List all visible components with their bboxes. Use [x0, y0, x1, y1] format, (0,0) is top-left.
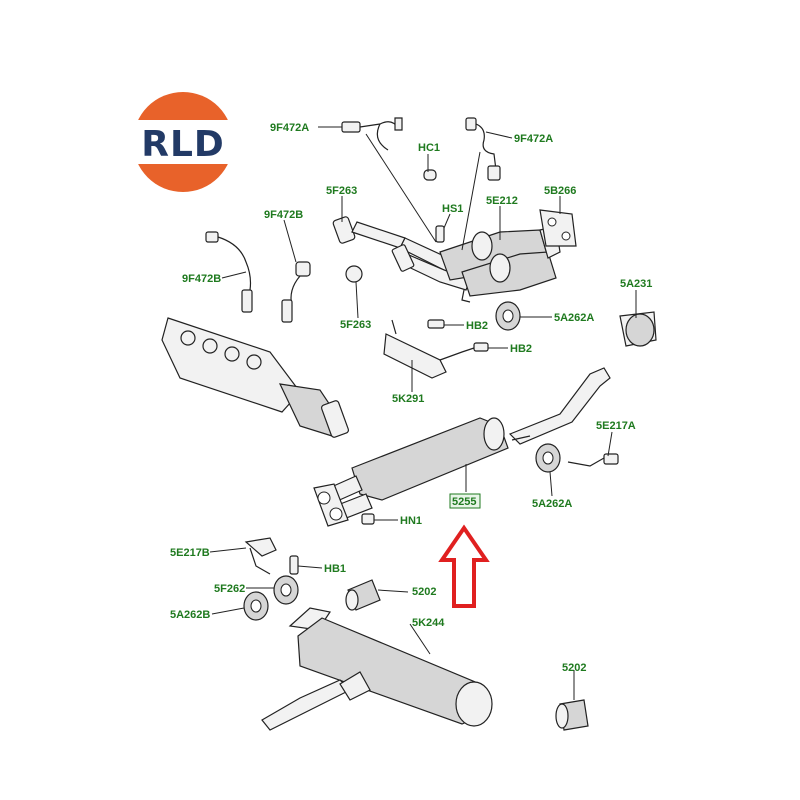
oxygen-sensors-upper	[341, 117, 501, 243]
hanger-5e217b-plate	[244, 537, 277, 557]
front-pipe-a	[351, 221, 406, 249]
bracket-5k291	[383, 319, 475, 379]
label-hb2-upper: HB2	[466, 320, 488, 332]
label-5202-upper: 5202	[412, 586, 436, 598]
part-labels: 9F472A 9F472A HC1 5F263 HS1 5E212 5B266 …	[170, 122, 652, 674]
bolt-hb2-a	[427, 319, 445, 329]
pipe-flange	[391, 244, 415, 272]
bolt-hb1	[289, 555, 299, 575]
label-5202-lower: 5202	[562, 662, 586, 674]
logo-band	[120, 120, 246, 164]
hc1-clip	[423, 169, 437, 181]
rld-logo: RLD	[120, 92, 246, 192]
clamp-5202-upper	[345, 579, 381, 611]
silencer-body	[351, 417, 509, 501]
label-5e217b: 5E217B	[170, 547, 210, 559]
sensor-wire-9f472b-a	[217, 236, 252, 291]
label-5b266: 5B266	[544, 185, 576, 197]
label-5f263-upper: 5F263	[326, 185, 357, 197]
center-pipe-outlet	[508, 367, 611, 445]
label-hb1: HB1	[324, 563, 346, 575]
rubber-mount-5a262a-upper	[495, 301, 521, 331]
rubber-mount-5a262a-lower	[535, 443, 561, 473]
highlight-arrow-icon	[438, 524, 490, 608]
label-5a262b: 5A262B	[170, 609, 210, 621]
insulator-5a262b	[243, 591, 269, 621]
sensor-wire-a2	[376, 123, 389, 151]
label-5k291: 5K291	[392, 393, 424, 405]
label-hb2-lower: HB2	[510, 343, 532, 355]
front-pipe-assembly	[332, 209, 577, 303]
o2-sensor-9f472b-a	[241, 289, 253, 313]
rear-inlet-pipe	[261, 679, 352, 731]
label-9f472b-upper: 9F472B	[264, 209, 303, 221]
hb2-bolts	[427, 319, 489, 352]
manifold-body	[161, 317, 301, 413]
label-hc1: HC1	[418, 142, 440, 154]
sensor-connector-a	[341, 121, 361, 133]
label-9f472a-left: 9F472A	[270, 122, 309, 134]
hanger-5e217b	[244, 537, 277, 575]
front-pipe-tail	[461, 289, 471, 303]
gasket-lower	[345, 265, 363, 283]
hanger-5e217a	[567, 453, 619, 467]
clamp-5202-lower	[555, 699, 589, 731]
o2-sensor-a	[394, 117, 403, 131]
insulator-5f262	[273, 575, 299, 605]
highlight-box-5255	[449, 493, 481, 509]
part-5a231	[619, 311, 657, 347]
leader-lines	[209, 126, 637, 700]
sensor-connector-b	[487, 165, 501, 181]
o2-sensor-b	[465, 117, 477, 131]
label-9f472b-left: 9F472B	[182, 273, 221, 285]
label-5a262a-upper: 5A262A	[554, 312, 594, 324]
manifold-flange	[320, 400, 350, 438]
label-5255: 5255	[452, 496, 476, 508]
label-hn1: HN1	[400, 515, 422, 527]
logo-text: RLD	[141, 124, 225, 165]
center-silencer-5255	[313, 367, 611, 527]
label-9f472a-right: 9F472A	[514, 133, 553, 145]
label-5e217a: 5E217A	[596, 420, 636, 432]
bolt-hb1-body	[289, 555, 299, 575]
exhaust-manifold	[161, 231, 350, 438]
label-5a231: 5A231	[620, 278, 652, 290]
rear-silencer-end	[455, 681, 493, 727]
label-5a262a-lower: 5A262A	[532, 498, 572, 510]
sensor-wire-b	[475, 123, 497, 171]
hs1-stud	[435, 225, 445, 243]
label-5e212: 5E212	[486, 195, 518, 207]
label-hs1: HS1	[442, 203, 463, 215]
bolt-hb2-b	[473, 342, 489, 352]
label-5f263-lower: 5F263	[340, 319, 371, 331]
rear-silencer-5k244	[261, 607, 493, 731]
catalyst-ring-2	[489, 253, 511, 283]
label-5f262: 5F262	[214, 583, 245, 595]
gasket-left	[332, 216, 356, 244]
bracket-plate	[383, 333, 447, 379]
gasket-5b266	[539, 209, 577, 247]
nut-hn1	[361, 513, 375, 525]
o2-sensor-9f472b-b	[281, 299, 293, 323]
label-5k244: 5K244	[412, 617, 445, 629]
silencer-end	[483, 417, 505, 451]
catalyst-ring-1	[471, 231, 493, 261]
